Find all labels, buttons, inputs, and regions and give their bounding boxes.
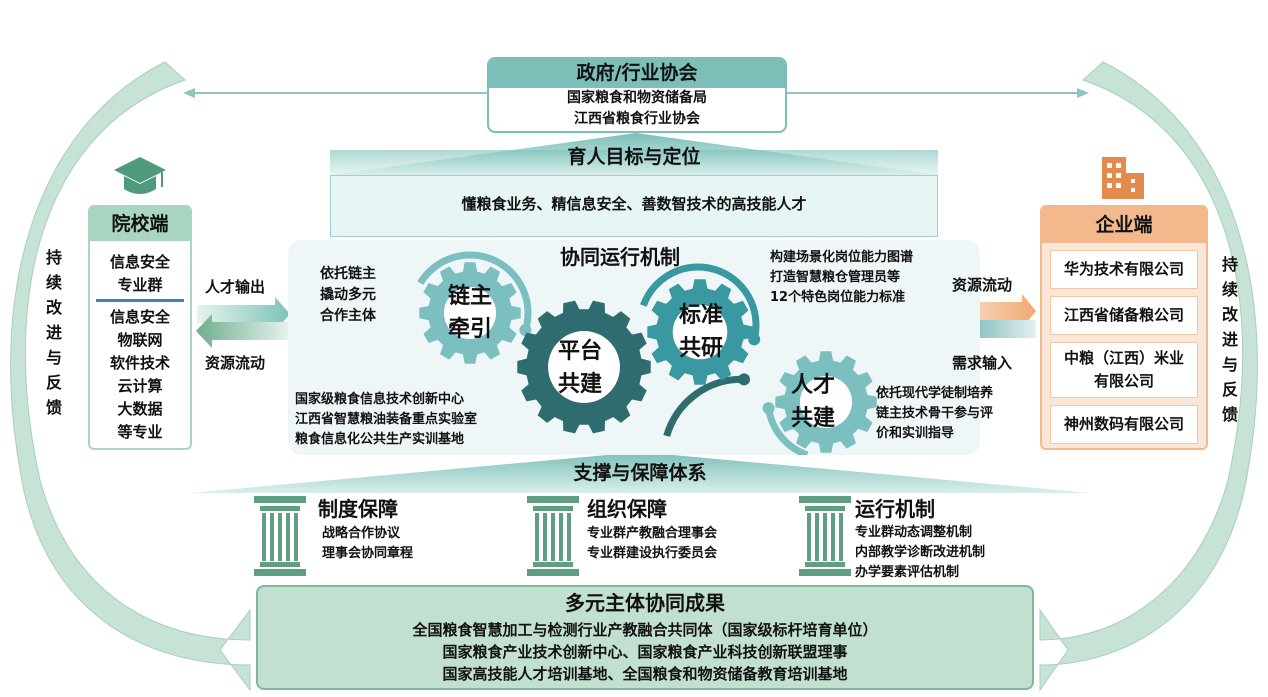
feedback-right-label: 持续改进与反馈 (1221, 255, 1238, 424)
gear-label-chain-lead: 链主牵引 (447, 284, 492, 342)
gear-label-standards: 标准共研 (678, 303, 723, 361)
rotation-arrow (417, 251, 532, 332)
school-box: 院校端 信息安全 专业群 信息安全 物联网 软件技术 云计算 大数据 等专业 (88, 205, 192, 450)
gear-label-talent: 人才共建 (790, 373, 835, 431)
results-line: 国家粮食产业技术创新中心、国家粮食产业科技创新联盟理事 (442, 643, 848, 661)
government-line: 国家粮食和物资储备局 (567, 90, 707, 106)
major: 大数据 (117, 400, 163, 418)
talent-output-label: 人才输出 (205, 278, 266, 296)
resource-flow-label: 资源流动 (205, 354, 266, 372)
results-line: 国家高技能人才培训基地、全国粮食和物资储备教育培训基地 (442, 665, 848, 683)
rotation-arrow (663, 375, 745, 437)
rotation-arrow (640, 263, 760, 341)
results-box: 多元主体协同成果 全国粮食智慧加工与检测行业产教融合共同体（国家级标杆培育单位）… (256, 585, 1034, 690)
government-box: 政府/行业协会 国家粮食和物资储备局 江西省粮食行业协会 (487, 57, 787, 133)
major: 信息安全 (109, 308, 170, 326)
gear-label-platform: 平台共建 (557, 339, 602, 397)
pillar-items: 战略合作协议理事会协同章程 (322, 526, 414, 561)
pillar-icon (799, 496, 851, 576)
pillar-title: 组织保障 (587, 497, 667, 521)
company: 江西省储备粮公司 (1050, 296, 1198, 335)
pillar-title: 制度保障 (318, 497, 398, 521)
government-title: 政府/行业协会 (489, 59, 785, 88)
company: 中粮（江西）米业 有限公司 (1050, 342, 1198, 398)
left-feedback-arc (10, 61, 251, 692)
government-line: 江西省粮食行业协会 (574, 111, 700, 127)
school-group: 信息安全 (109, 253, 170, 271)
gear-desc-platform: 国家级粮食信息技术创新中心江西省智慧粮油装备重点实验室粮食信息化公共生产实训基地 (295, 392, 478, 447)
building-icon (1102, 157, 1144, 199)
school-title: 院校端 (90, 207, 190, 241)
demand-input-label: 需求输入 (952, 354, 1013, 372)
right-feedback-arc (1039, 61, 1258, 692)
pillar-icon (254, 496, 306, 576)
feedback-left-label: 持续改进与反馈 (45, 248, 62, 417)
gear-platform (517, 300, 651, 434)
gear-standards (647, 279, 753, 385)
pillar-institution: 制度保障 战略合作协议理事会协同章程 (252, 496, 492, 584)
school-group: 专业群 (117, 276, 163, 294)
gear-desc-chain-lead: 依托链主撬动多元合作主体 (320, 266, 376, 324)
results-line: 全国粮食智慧加工与检测行业产教融合共同体（国家级标杆培育单位） (412, 621, 878, 639)
gears-graphic (417, 251, 877, 455)
gear-desc-talent: 依托现代学徒制培养链主技术骨干参与评价和实训指导 (876, 386, 994, 441)
company: 神州数码有限公司 (1050, 405, 1198, 444)
mechanism-title: 协同运行机制 (560, 245, 680, 269)
goal-text: 懂粮食业务、精信息安全、善数智技术的高技能人才 (330, 175, 938, 237)
arrow-head (738, 373, 751, 386)
enterprise-title: 企业端 (1042, 207, 1206, 243)
enterprise-box: 企业端 华为技术有限公司 江西省储备粮公司 中粮（江西）米业 有限公司 神州数码… (1040, 205, 1208, 450)
major: 软件技术 (109, 354, 170, 372)
pillar-items: 专业群产教融合理事会专业群建设执行委员会 (587, 526, 718, 561)
support-title: 支撑与保障体系 (573, 462, 707, 484)
company-line: 中粮（江西）米业 (1063, 349, 1184, 367)
pillar-icon (527, 496, 579, 576)
pillar-items: 专业群动态调整机制内部教学诊断改进机制办学要素评估机制 (855, 525, 986, 580)
pillar-title: 运行机制 (855, 497, 935, 521)
resource-flow-label: 资源流动 (952, 276, 1013, 294)
company-line: 有限公司 (1093, 372, 1154, 390)
rotation-arrow (765, 407, 809, 455)
arrow-head (762, 402, 775, 415)
major: 物联网 (117, 331, 163, 349)
pillar-organization: 组织保障 专业群产教融合理事会专业群建设执行委员会 (525, 496, 765, 584)
goal-title: 育人目标与定位 (567, 146, 701, 168)
gear-talent (775, 351, 877, 453)
major: 等专业 (117, 423, 163, 441)
major: 云计算 (117, 377, 163, 395)
company: 华为技术有限公司 (1050, 250, 1198, 289)
gear-chain-lead (419, 262, 521, 364)
divider (96, 299, 184, 302)
graduation-cap-icon (114, 157, 166, 194)
results-title: 多元主体协同成果 (565, 591, 725, 615)
pillar-operation: 运行机制 专业群动态调整机制内部教学诊断改进机制办学要素评估机制 (797, 496, 1037, 584)
